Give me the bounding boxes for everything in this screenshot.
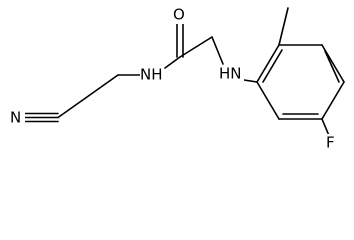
carbonyl-to-ch2-bond <box>179 36 213 58</box>
chain-bond-2 <box>86 74 119 98</box>
methyl-bond <box>278 7 289 46</box>
amide-nitrogen-label: NH <box>140 66 163 84</box>
bonds <box>24 7 345 139</box>
amine-to-ring-bond <box>243 79 258 83</box>
ring-bond-f <box>256 81 280 120</box>
chain-bond-1 <box>57 96 88 119</box>
amide-n-c-bond <box>164 56 181 69</box>
fluorine-label-bg <box>325 134 339 152</box>
nitrile-nitrogen-label: N <box>10 109 21 127</box>
ch2-to-amine-bond <box>211 36 224 65</box>
amine-nitrogen-label-bg <box>218 65 244 83</box>
ring-inner-bond-1 <box>262 49 283 83</box>
amide-nitrogen-label-bg <box>140 66 164 84</box>
ring-inner-bond-2 <box>324 50 340 83</box>
ring-bond-d <box>321 81 345 120</box>
carbonyl-oxygen-label-bg <box>172 6 188 24</box>
nitrile-nitrogen-label-bg <box>9 108 25 126</box>
chemical-structure-diagram: N NH O HN F <box>9 6 345 152</box>
fluorine-label: F <box>326 134 335 152</box>
amine-nitrogen-label: HN <box>219 65 242 83</box>
ring-bond-a <box>256 44 280 83</box>
atom-labels: N NH O HN F <box>9 6 339 152</box>
carbonyl-oxygen-label: O <box>173 6 185 24</box>
